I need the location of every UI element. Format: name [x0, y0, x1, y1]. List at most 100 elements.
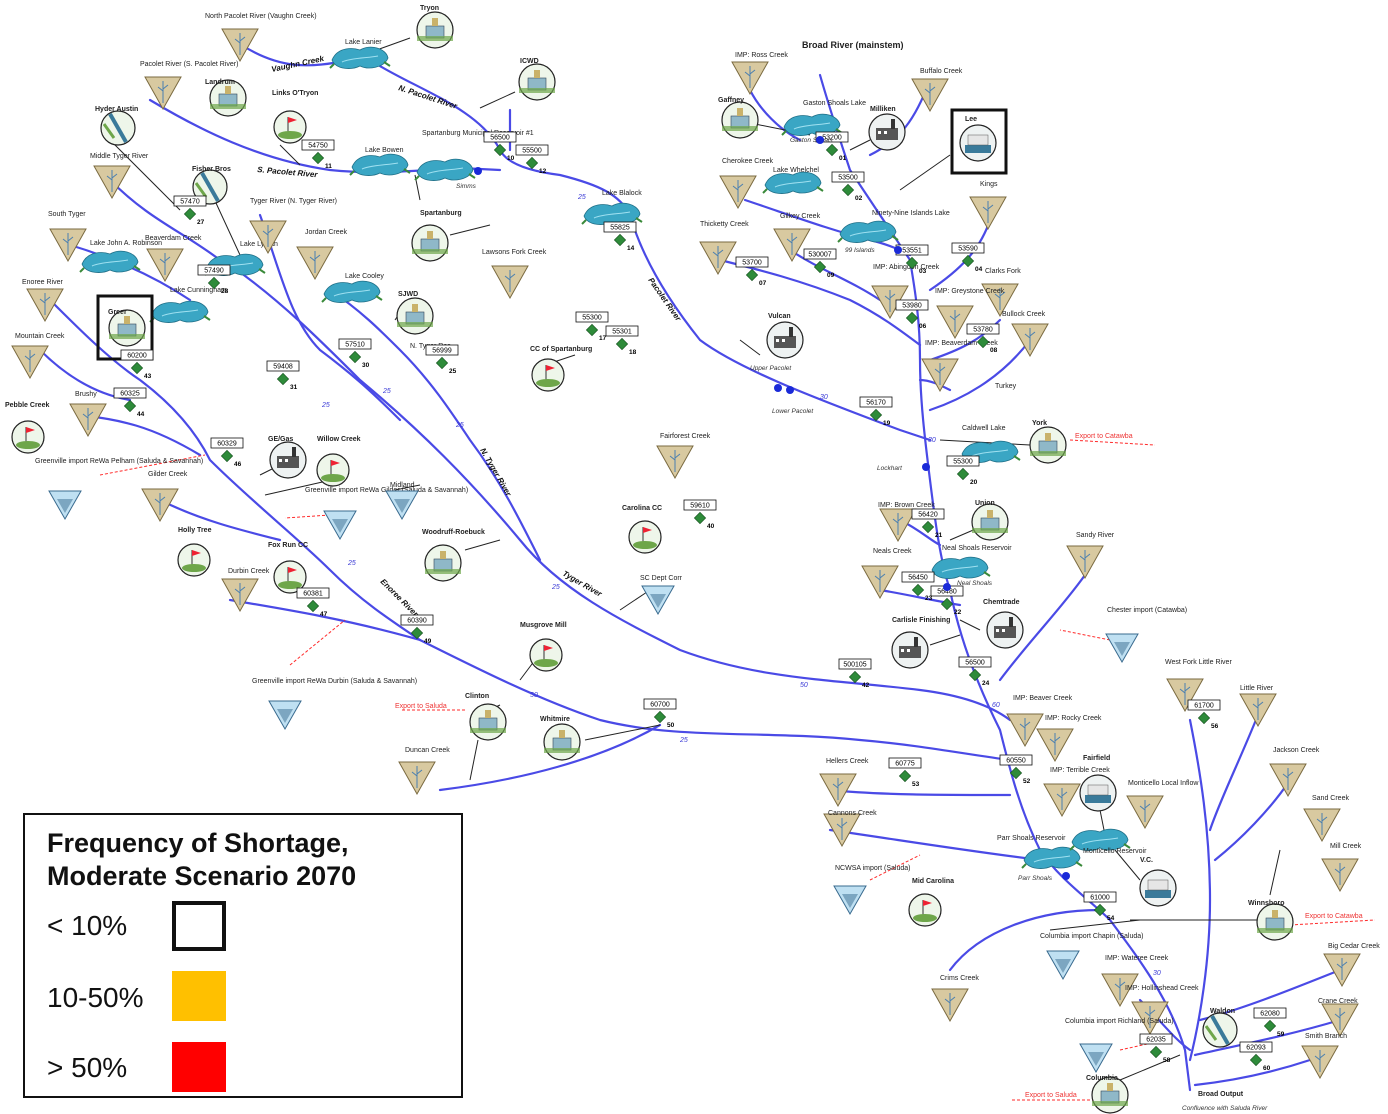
node-diamond-icon [826, 144, 838, 156]
label-gilder: Gilder Creek [148, 471, 188, 478]
node-id-label: 56170 [866, 400, 886, 407]
user-pn-lee: Lee [950, 108, 1008, 175]
label-fairfield: Fairfield [1083, 755, 1110, 762]
user-ws-york: York [1029, 420, 1067, 464]
headwater-hollinshead: IMP: Hollinshead Creek [1125, 985, 1199, 1035]
flow-label-3: 25 [382, 388, 391, 395]
node-id-label: 54750 [308, 143, 328, 150]
user-gc-musgrove: Musgrove Mill [520, 622, 567, 672]
headwater-pacolet: Pacolet River (S. Pacolet River) [140, 61, 238, 110]
headwater-hellers: Hellers Creek [819, 758, 869, 807]
node-id-label: 55300 [582, 315, 602, 322]
headwater-crims: Crims Creek [931, 975, 979, 1022]
reservoir-gaston-shoals: Gaston Shoals Lake [781, 100, 866, 137]
label-carlisle: Carlisle Finishing [892, 617, 950, 624]
user-gc-links: Links O'Tryon [272, 90, 318, 144]
label-brushy: Brushy [75, 391, 97, 398]
headwater-gilder: Gilder Creek [141, 471, 188, 522]
node-id-label: 60329 [217, 441, 237, 448]
node-id-box [338, 338, 372, 350]
node-id-label: 57490 [204, 268, 224, 275]
gauge-dot [816, 136, 824, 144]
node-diamond-icon [849, 671, 861, 683]
legend-title: Frequency of Shortage, Moderate Scenario… [47, 828, 357, 891]
node-diamond-icon [899, 770, 911, 782]
node-number-label: 14 [627, 245, 635, 252]
label-n-tyger-river: N. Tyger River [478, 447, 513, 499]
user-in-vulcan: Vulcan [766, 313, 804, 359]
label-clinton: Clinton [465, 693, 489, 700]
import-midland: Midland [385, 482, 419, 520]
label-fox-run: Fox Run CC [268, 542, 308, 549]
node-id-label: 530007 [808, 252, 831, 259]
headwater-beaverdam: Beaverdam Creek [145, 235, 202, 282]
node-id-label: 53700 [742, 260, 762, 267]
label-midland: Midland [390, 482, 415, 489]
node-id-box [946, 455, 980, 467]
gauge-dot [774, 384, 782, 392]
headwater-fairforest: Fairforest Creek [656, 433, 711, 479]
label-jordan: Jordan Creek [305, 229, 348, 236]
node-id-box [1083, 891, 1117, 903]
import-columbia-chapin: Columbia import Chapin (Saluda) [1040, 933, 1144, 980]
headwater-thicketty: Thicketty Creek [699, 221, 749, 275]
label-sjwd: SJWD [398, 291, 418, 298]
headwater-buffalo: Buffalo Creek [911, 68, 963, 112]
node-id-box [895, 299, 929, 311]
node-diamond-icon [184, 208, 196, 220]
headwater-abingdon: IMP: Abingdon Creek [871, 264, 940, 319]
node-diamond-icon [814, 261, 826, 273]
reservoir-lake-bowen: Lake Bowen [349, 147, 411, 177]
flow-label-12: 25 [679, 737, 688, 744]
headwater-north-pacolet: North Pacolet River (Vaughn Creek) [205, 13, 317, 62]
label-import-pelham: Greenville import ReWa Pelham (Saluda & … [35, 458, 203, 465]
user-ir-waldon: Waldon [1201, 1008, 1239, 1049]
node-number-label: 31 [290, 384, 298, 391]
node-number-label: 28 [221, 288, 229, 295]
label-brown: IMP: Brown Creek [878, 502, 935, 509]
node-id-box [425, 344, 459, 356]
node-id-box [888, 757, 922, 769]
headwater-ross: IMP: Ross Creek [731, 52, 788, 95]
node-id-label: 53780 [973, 327, 993, 334]
node-id-label: 56500 [965, 660, 985, 667]
label-lockhart: Lockhart [877, 465, 903, 472]
flow-label-1: 25 [577, 194, 586, 201]
node-number-label: 04 [975, 266, 983, 273]
node-id-label: 53980 [902, 303, 922, 310]
user-in-carlisle: Carlisle Finishing [891, 617, 950, 669]
node-id-label: 500105 [843, 662, 866, 669]
label-abingdon: IMP: Abingdon Creek [873, 264, 940, 271]
import-columbia-richland: Columbia import Richland (Saluda) [1065, 1018, 1174, 1073]
label-sand: Sand Creek [1312, 795, 1349, 802]
flow-label-7: 30 [820, 394, 828, 401]
user-ws-winnsboro: Winnsboro [1248, 900, 1294, 941]
node-id-label: 60200 [127, 353, 147, 360]
label-sandy: Sandy River [1076, 532, 1115, 539]
headwater-jackson: Jackson Creek [1269, 747, 1320, 797]
label-south-tyger: South Tyger [48, 211, 86, 218]
label-whelchel: Lake Whelchel [773, 167, 819, 174]
flow-label-8: 30 [928, 437, 936, 444]
label-middle-tyger: Middle Tyger River [90, 153, 149, 160]
label-tyger-river: Tyger River (N. Tyger River) [250, 198, 337, 205]
headwater-neals: Neals Creek [861, 548, 912, 599]
flow-label-11: 50 [530, 692, 538, 699]
label-smith: Smith Branch [1305, 1033, 1347, 1040]
node-id-label: 57470 [180, 199, 200, 206]
label-neals: Neals Creek [873, 548, 912, 555]
node-diamond-icon [941, 598, 953, 610]
legend-label-low: < 10% [47, 910, 128, 941]
label-caldwell: Caldwell Lake [962, 425, 1006, 432]
node-diamond-icon [1250, 1054, 1262, 1066]
node-id-box [859, 396, 893, 408]
user-ws-union: Union [971, 500, 1009, 541]
headwater-cannons: Cannons Creek [823, 810, 877, 847]
node-number-label: 59 [1277, 1031, 1285, 1038]
label-lawsons: Lawsons Fork Creek [482, 249, 547, 256]
label-gilkey: Gilkey Creek [780, 213, 821, 220]
